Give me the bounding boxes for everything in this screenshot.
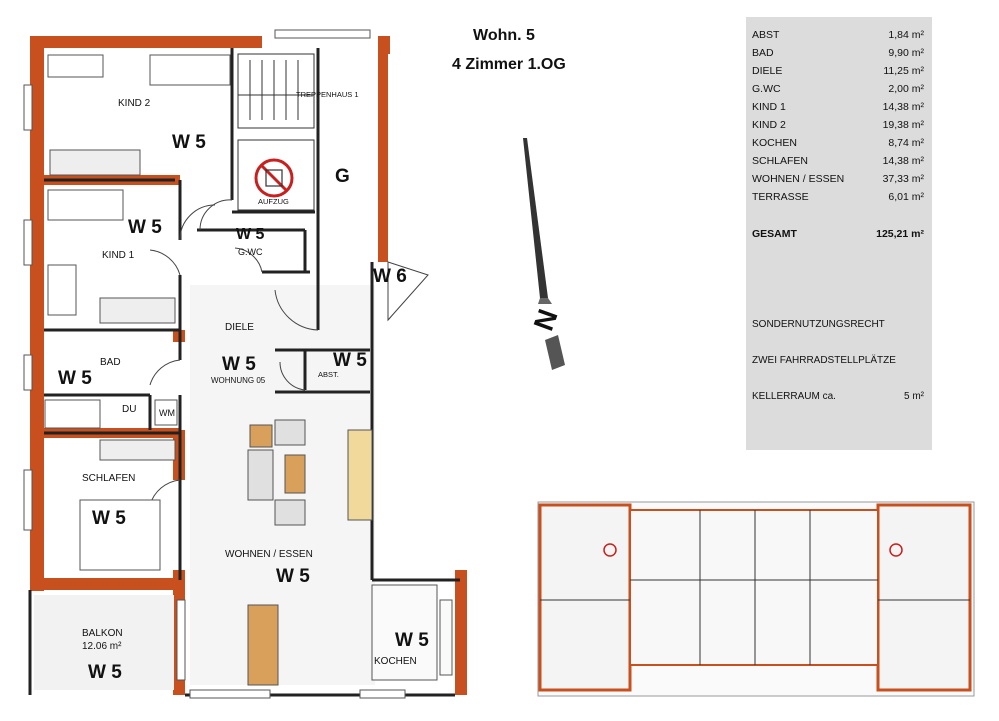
- room-label-wohnen: WOHNEN / ESSEN: [225, 549, 313, 560]
- balkon-area: 12.06 m²: [82, 641, 122, 652]
- room-label-schlafen: SCHLAFEN: [82, 473, 136, 484]
- unit-tag: W 5: [92, 508, 126, 529]
- building-overview-thumbnail: [537, 501, 975, 697]
- room-label-kind1: KIND 1: [102, 250, 135, 261]
- staircase: [237, 53, 315, 211]
- unit-tag-g: G: [335, 166, 350, 187]
- bike-parking-note: ZWEI FAHRRADSTELLPLÄTZE: [752, 355, 896, 366]
- room-label-balkon: BALKON: [82, 628, 123, 639]
- room-label-wohnung: WOHNUNG 05: [211, 376, 266, 385]
- unit-tag: W 5: [333, 350, 367, 371]
- unit-tag: W 5: [276, 566, 310, 587]
- cellar-row: KELLERRAUM ca.5 m²: [752, 391, 924, 402]
- room-label-gwc: G.WC: [238, 247, 263, 257]
- unit-tag: W 5: [172, 132, 206, 153]
- unit-tag: W 5: [128, 217, 162, 238]
- room-label-bad: BAD: [100, 357, 121, 368]
- room-label-treppenhaus: TREPPENHAUS 1: [296, 90, 359, 99]
- apartment-title: Wohn. 5: [473, 27, 535, 44]
- room-label-abst: ABST.: [318, 370, 339, 379]
- unit-tag-w6: W 6: [373, 266, 407, 287]
- room-label-aufzug: AUFZUG: [258, 197, 289, 206]
- unit-tag: W 5: [222, 354, 256, 375]
- special-use-note: SONDERNUTZUNGSRECHT: [752, 319, 885, 330]
- unit-tag: W 5: [236, 226, 265, 243]
- room-label-kochen: KOCHEN: [374, 656, 417, 667]
- windows: [23, 29, 406, 699]
- unit-tag: W 5: [395, 630, 429, 651]
- furniture: [34, 54, 453, 690]
- unit-tag: W 5: [58, 368, 92, 389]
- north-compass: [523, 138, 565, 370]
- room-label-wm: WM: [159, 408, 175, 418]
- apartment-subtitle: 4 Zimmer 1.OG: [452, 56, 566, 73]
- unit-tag: W 5: [88, 662, 122, 683]
- room-label-kind2: KIND 2: [118, 98, 151, 109]
- room-label-diele: DIELE: [225, 322, 254, 333]
- room-label-du: DU: [122, 404, 137, 415]
- interior-walls: [28, 48, 460, 697]
